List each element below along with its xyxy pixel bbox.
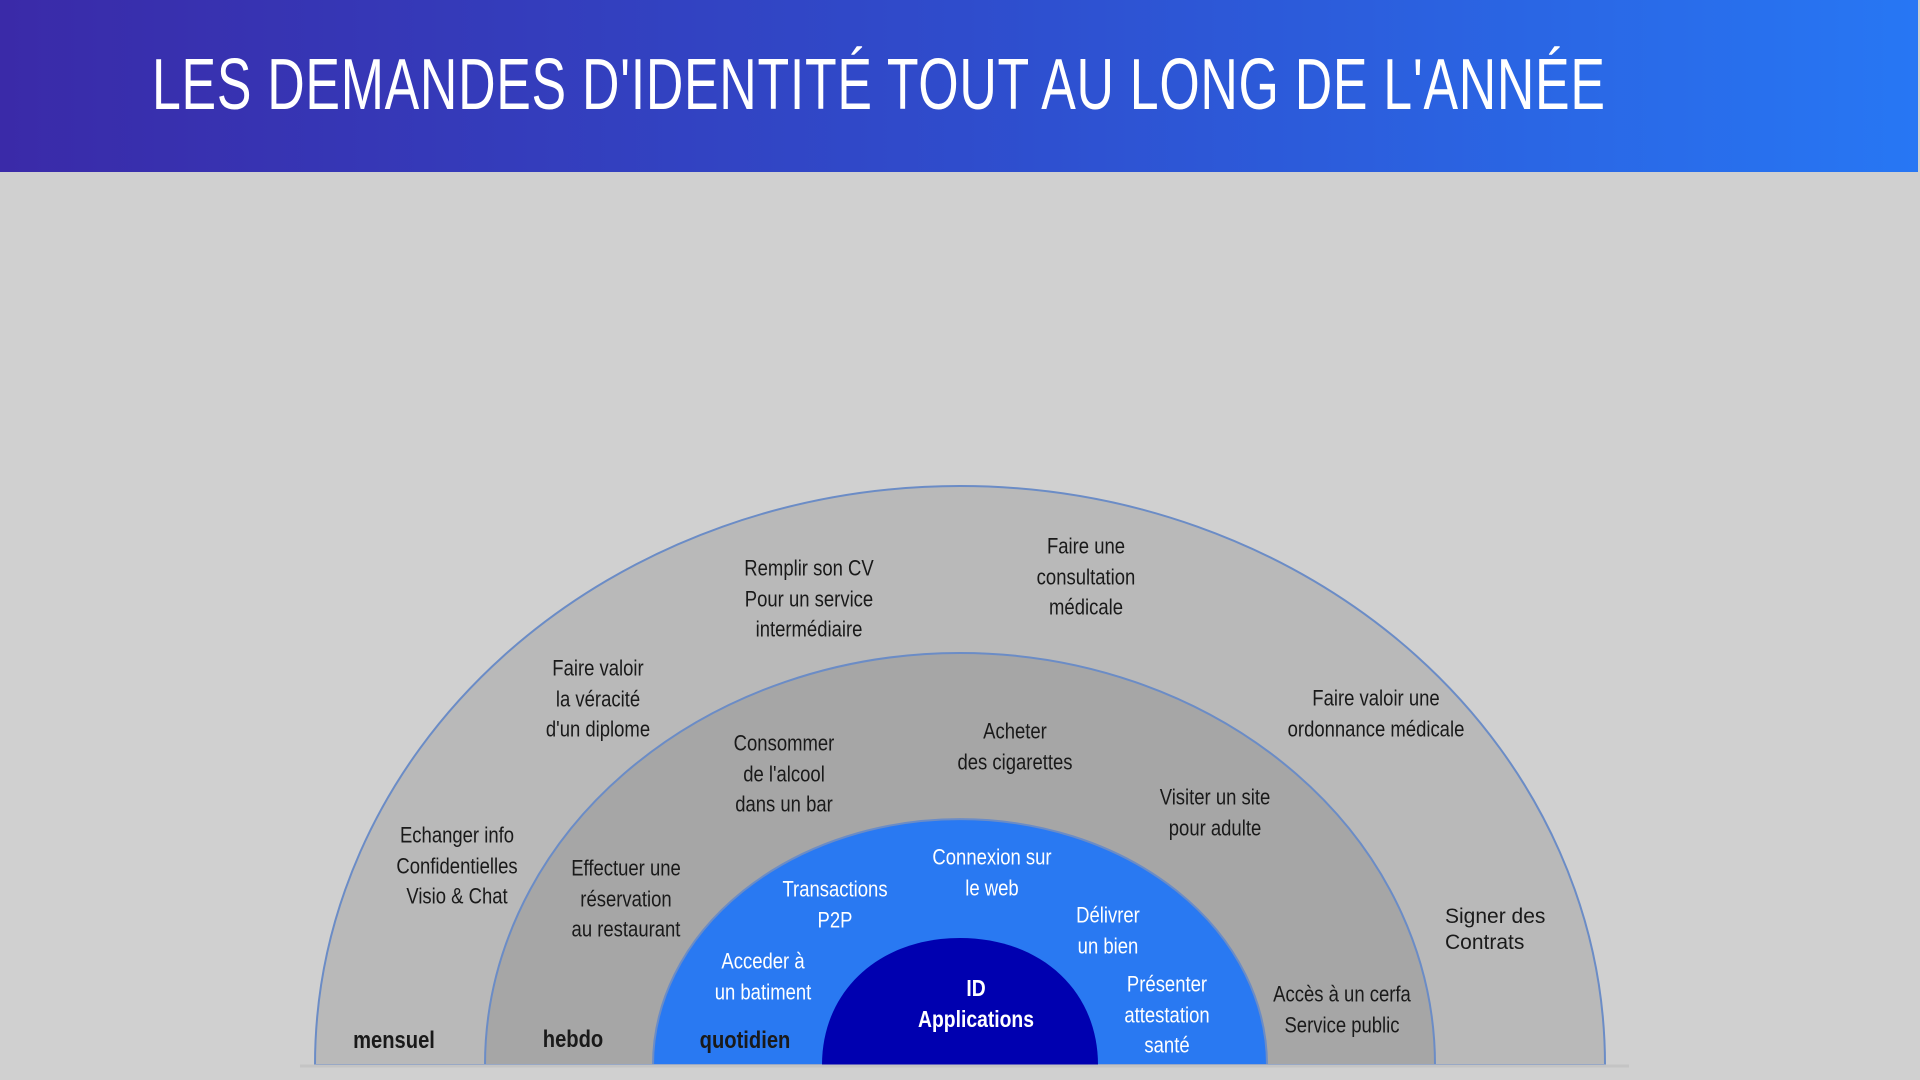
use-case-line: Acceder à: [721, 948, 805, 974]
use-case-line: Faire valoir une: [1312, 685, 1440, 711]
core-id-applications: [822, 938, 1098, 1065]
use-case-line: Confidentielles: [396, 852, 518, 878]
use-case-line: intermédiaire: [755, 616, 863, 642]
use-case-line: le web: [965, 875, 1019, 900]
use-case-quotidien: Délivrer un bien: [1076, 901, 1140, 962]
ring-label-mensuel: mensuel: [353, 1026, 435, 1054]
use-case-line: Visio & Chat: [406, 883, 508, 909]
use-case-line: d'un diplome: [545, 716, 651, 742]
use-case-line: Effectuer une: [571, 855, 681, 881]
use-case-line: Remplir son CV: [744, 555, 874, 581]
use-case-line: attestation: [1124, 1001, 1210, 1027]
use-case-hebdo: Visiter un site pour adulte: [1160, 783, 1271, 844]
use-case-line: Connexion sur: [932, 844, 1052, 870]
use-case-line: Présenter: [1126, 971, 1208, 997]
use-case-quotidien: Connexion sur le web: [932, 843, 1051, 904]
use-case-line: santé: [1144, 1032, 1190, 1058]
use-case-line: Faire valoir: [552, 655, 644, 681]
use-case-mensuel: Faire une consultation médicale: [1037, 531, 1136, 623]
use-case-line: Contrats: [1445, 931, 1525, 954]
use-case-line: des cigarettes: [957, 749, 1073, 774]
use-case-line: Consommer: [733, 730, 835, 756]
use-case-line: Pour un service: [744, 585, 874, 611]
use-case-line: pour adulte: [1168, 815, 1262, 840]
use-case-mensuel: Faire valoir une ordonnance médicale: [1288, 684, 1465, 745]
use-case-line: Signer des: [1445, 905, 1546, 928]
use-case-quotidien: Acceder à un batiment: [715, 947, 812, 1008]
core-label-line: Applications: [918, 1006, 1034, 1032]
use-case-line: P2P: [817, 907, 853, 932]
use-case-line: ordonnance médicale: [1287, 716, 1465, 741]
use-case-line: un bien: [1077, 933, 1139, 958]
use-case-line: Echanger info: [399, 822, 515, 848]
core-label: ID Applications: [918, 973, 1034, 1035]
page-title: LES DEMANDES D'IDENTITÉ TOUT AU LONG DE …: [152, 45, 1606, 125]
use-case-line: dans un bar: [735, 791, 833, 817]
use-case-line: Visiter un site: [1159, 784, 1271, 810]
use-case-line: consultation: [1036, 563, 1136, 589]
use-case-line: Transactions: [782, 876, 888, 902]
use-case-line: Faire une: [1046, 533, 1126, 559]
ring-label-quotidien: quotidien: [699, 1026, 791, 1054]
use-case-line: au restaurant: [571, 916, 681, 942]
use-case-line: Service public: [1284, 1012, 1400, 1037]
core-label-line: ID: [966, 975, 986, 1001]
use-case-mensuel: Remplir son CV Pour un service intermédiai…: [744, 553, 873, 645]
use-case-hebdo: Consommer de l'alcool dans un bar: [734, 728, 835, 820]
use-case-line: la véracité: [555, 685, 641, 711]
use-case-mensuel: Faire valoir la véracité d'un diplome: [546, 653, 650, 745]
use-case-line: Acheter: [983, 718, 1047, 744]
use-case-line: un batiment: [714, 979, 812, 1004]
use-case-line: de l'alcool: [743, 760, 825, 786]
ring-label-hebdo: hebdo: [542, 1025, 604, 1053]
use-case-line: réservation: [580, 885, 672, 911]
use-case-line: médicale: [1049, 594, 1123, 620]
use-case-line: Accès à un cerfa: [1273, 981, 1411, 1007]
header-banner: LES DEMANDES D'IDENTITÉ TOUT AU LONG DE …: [0, 0, 1918, 172]
use-case-hebdo: Effectuer une réservation au restaurant: [571, 853, 681, 945]
use-case-line: Délivrer: [1076, 902, 1140, 928]
use-case-hebdo: Acheter des cigarettes: [957, 717, 1072, 778]
use-case-quotidien: Présenter attestation santé: [1124, 969, 1209, 1061]
